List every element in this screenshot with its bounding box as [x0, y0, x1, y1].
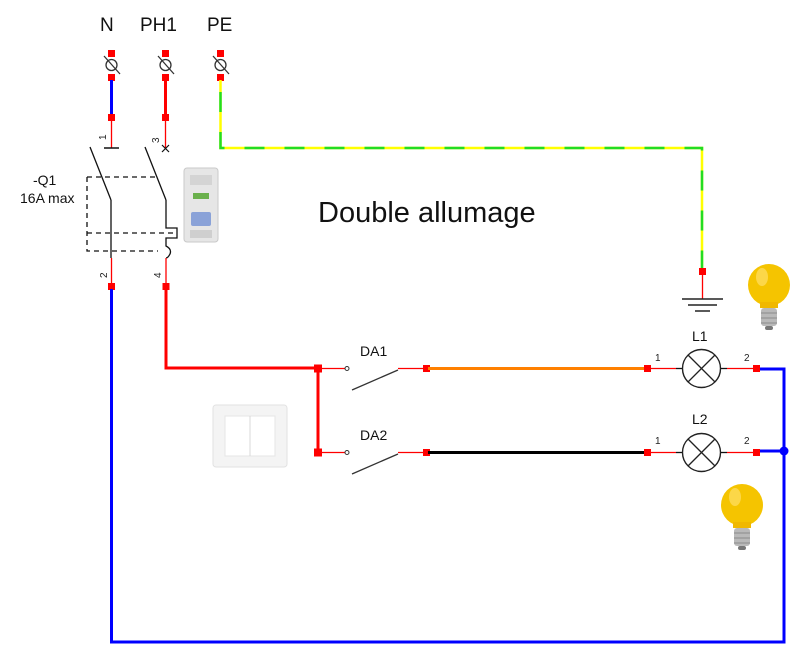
breaker-contact-top-3 [161, 144, 170, 153]
connection-point [644, 365, 651, 372]
connection-point [644, 449, 651, 456]
earth-ground-icon [682, 298, 723, 312]
breaker-pin-1: 1 [98, 134, 109, 140]
bulb-icon [748, 264, 790, 330]
connection-point [423, 365, 430, 372]
double-switch-image [212, 404, 288, 468]
lamp-l2-pin-in: 1 [655, 436, 661, 447]
lamp-l2-label: L2 [692, 411, 708, 427]
breaker-pin-3: 3 [151, 137, 162, 143]
switch-da2 [318, 450, 427, 475]
phase-wire-to-switches [164, 289, 318, 370]
connection-point [699, 268, 706, 275]
lamp-l1-symbol [681, 348, 722, 389]
connection-point [162, 283, 170, 290]
terminal-ph1-symbol [157, 50, 175, 81]
breaker-ref: -Q1 [33, 172, 57, 188]
terminal-pe-symbol [212, 50, 230, 81]
connection-point [108, 114, 115, 121]
lamp-l2-pin-out: 2 [744, 436, 750, 447]
terminal-label-n: N [100, 15, 114, 36]
terminal-label-pe: PE [207, 15, 232, 36]
connection-point [753, 449, 760, 456]
terminal-label-ph1: PH1 [140, 15, 177, 36]
lamp-l2-symbol [681, 432, 722, 473]
earth-wire [219, 80, 704, 272]
neutral-return-wire [110, 289, 786, 644]
breaker-module-image [183, 167, 219, 243]
breaker-rating: 16A max [20, 190, 74, 206]
switch-da1-label: DA1 [360, 343, 387, 359]
switch-da1 [318, 366, 427, 391]
neutral-junction [779, 446, 789, 456]
circuit-breaker-q1 [86, 146, 178, 259]
lamp-l1-pin-out: 2 [744, 353, 750, 364]
breaker-pin-4: 4 [153, 272, 164, 278]
breaker-pin-2: 2 [99, 272, 110, 278]
connection-point [423, 449, 430, 456]
connection-point [162, 114, 169, 121]
bulb-icon [721, 484, 763, 550]
terminal-n-symbol [103, 50, 121, 81]
connection-point [108, 283, 115, 290]
lamp-l1-label: L1 [692, 328, 708, 344]
lamp-l1-pin-in: 1 [655, 353, 661, 364]
switch-da2-label: DA2 [360, 427, 387, 443]
connection-point [753, 365, 760, 372]
diagram-title: Double allumage [318, 197, 536, 229]
